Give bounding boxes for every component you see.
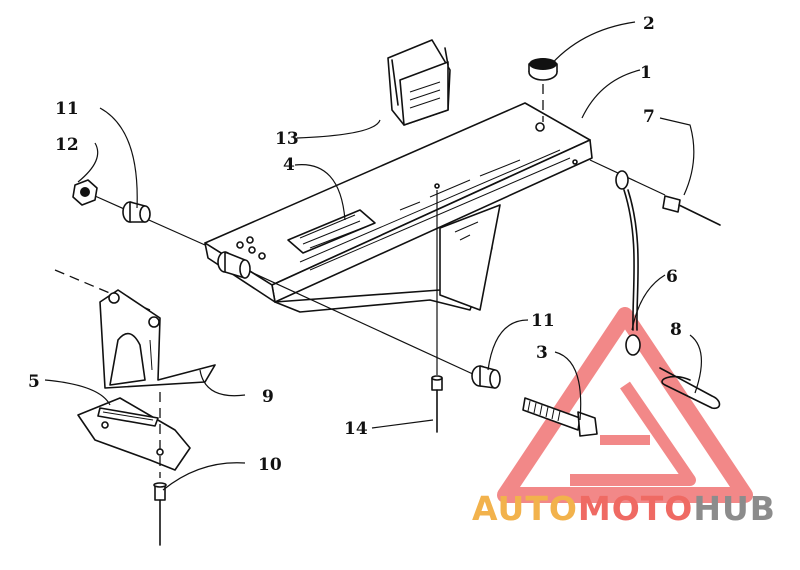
bushing-plate xyxy=(217,251,251,279)
hitch-plate xyxy=(204,102,593,313)
decal xyxy=(287,209,376,254)
callout-9: 9 xyxy=(262,387,274,407)
callout-2: 2 xyxy=(643,14,655,34)
watermark-logo-icon xyxy=(497,307,753,503)
callout-10: 10 xyxy=(258,455,282,475)
hitch-pin-clip xyxy=(659,367,721,410)
bolt xyxy=(522,397,598,437)
callout-4: 4 xyxy=(283,155,295,175)
cap-nut xyxy=(528,58,558,81)
hex-nut xyxy=(72,179,98,206)
callout-14: 14 xyxy=(344,419,368,439)
mounting-plate xyxy=(77,397,191,471)
callout-3: 3 xyxy=(536,343,548,363)
rivet-bottom xyxy=(153,392,167,546)
callout-11-right: 11 xyxy=(531,311,555,331)
callout-6: 6 xyxy=(666,267,678,287)
watermark-moto: MOTO xyxy=(578,489,693,528)
callout-8: 8 xyxy=(670,320,682,340)
decal-holder xyxy=(387,39,451,126)
callout-12: 12 xyxy=(55,135,79,155)
bushing-right xyxy=(471,365,501,389)
rivet xyxy=(662,195,721,226)
callout-5: 5 xyxy=(28,372,40,392)
bracket xyxy=(99,289,216,389)
watermark-hub: HUB xyxy=(693,489,776,528)
callout-7: 7 xyxy=(643,107,655,127)
lanyard xyxy=(615,170,641,356)
pin xyxy=(431,375,443,433)
watermark-auto: AUTO xyxy=(472,489,578,528)
watermark-text: AUTOMOTOHUB xyxy=(472,489,776,528)
callout-13: 13 xyxy=(275,129,299,149)
callout-1: 1 xyxy=(640,63,652,83)
bushing-left xyxy=(122,201,151,223)
callout-11-left: 11 xyxy=(55,99,79,119)
